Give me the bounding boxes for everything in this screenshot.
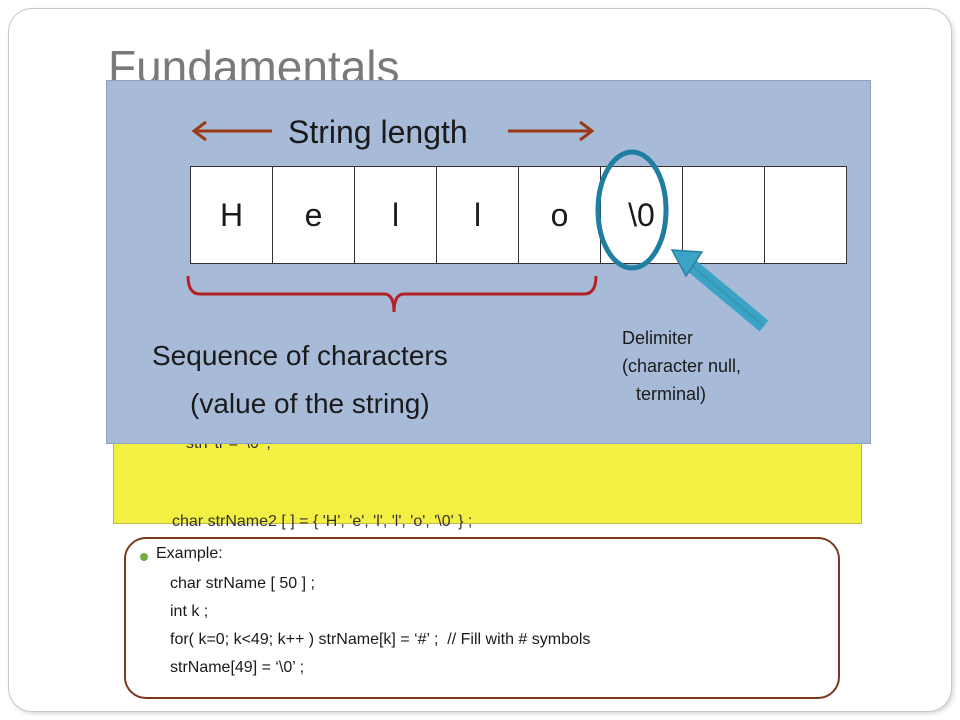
code-line: char strName [ 50 ] ; bbox=[170, 575, 315, 592]
pointer-arrow-shaft-icon bbox=[687, 260, 769, 332]
array-cell bbox=[764, 166, 847, 264]
char-array: H e l l o \0 bbox=[190, 166, 847, 264]
sequence-label-line2: (value of the string) bbox=[190, 388, 430, 419]
null-highlight-circle-icon bbox=[595, 149, 669, 271]
pointer-arrowhead-icon bbox=[670, 249, 704, 278]
delimiter-label-line2: (character null, bbox=[622, 356, 742, 376]
brace-icon bbox=[186, 275, 598, 313]
array-cell: l bbox=[354, 166, 437, 264]
delimiter-label-line1: Delimiter bbox=[622, 328, 694, 348]
code-line: int k ; bbox=[170, 603, 209, 620]
example-box: Example: char strName [ 50 ] ; int k ; f… bbox=[124, 537, 840, 699]
array-cell-null: \0 bbox=[600, 166, 683, 264]
code-line: strName[49] = ‘\0’ ; bbox=[170, 659, 305, 676]
code-line-strname2: char strName2 [ ] = { 'H', 'e', 'l', 'l'… bbox=[172, 513, 473, 530]
example-heading: Example: bbox=[156, 545, 223, 562]
right-arrowhead-icon bbox=[579, 120, 595, 142]
array-cell: H bbox=[190, 166, 273, 264]
array-cell: e bbox=[272, 166, 355, 264]
string-length-label: String length bbox=[288, 114, 468, 150]
array-cell: o bbox=[518, 166, 601, 264]
array-cell bbox=[682, 166, 765, 264]
array-cell: l bbox=[436, 166, 519, 264]
delimiter-label-line3: terminal) bbox=[636, 384, 707, 404]
bullet-icon bbox=[140, 553, 148, 561]
left-arrowhead-icon bbox=[191, 120, 207, 142]
code-line: for( k=0; k<49; k++ ) strName[k] = ‘#’ ;… bbox=[170, 631, 591, 648]
sequence-label-line1: Sequence of characters bbox=[152, 340, 448, 371]
